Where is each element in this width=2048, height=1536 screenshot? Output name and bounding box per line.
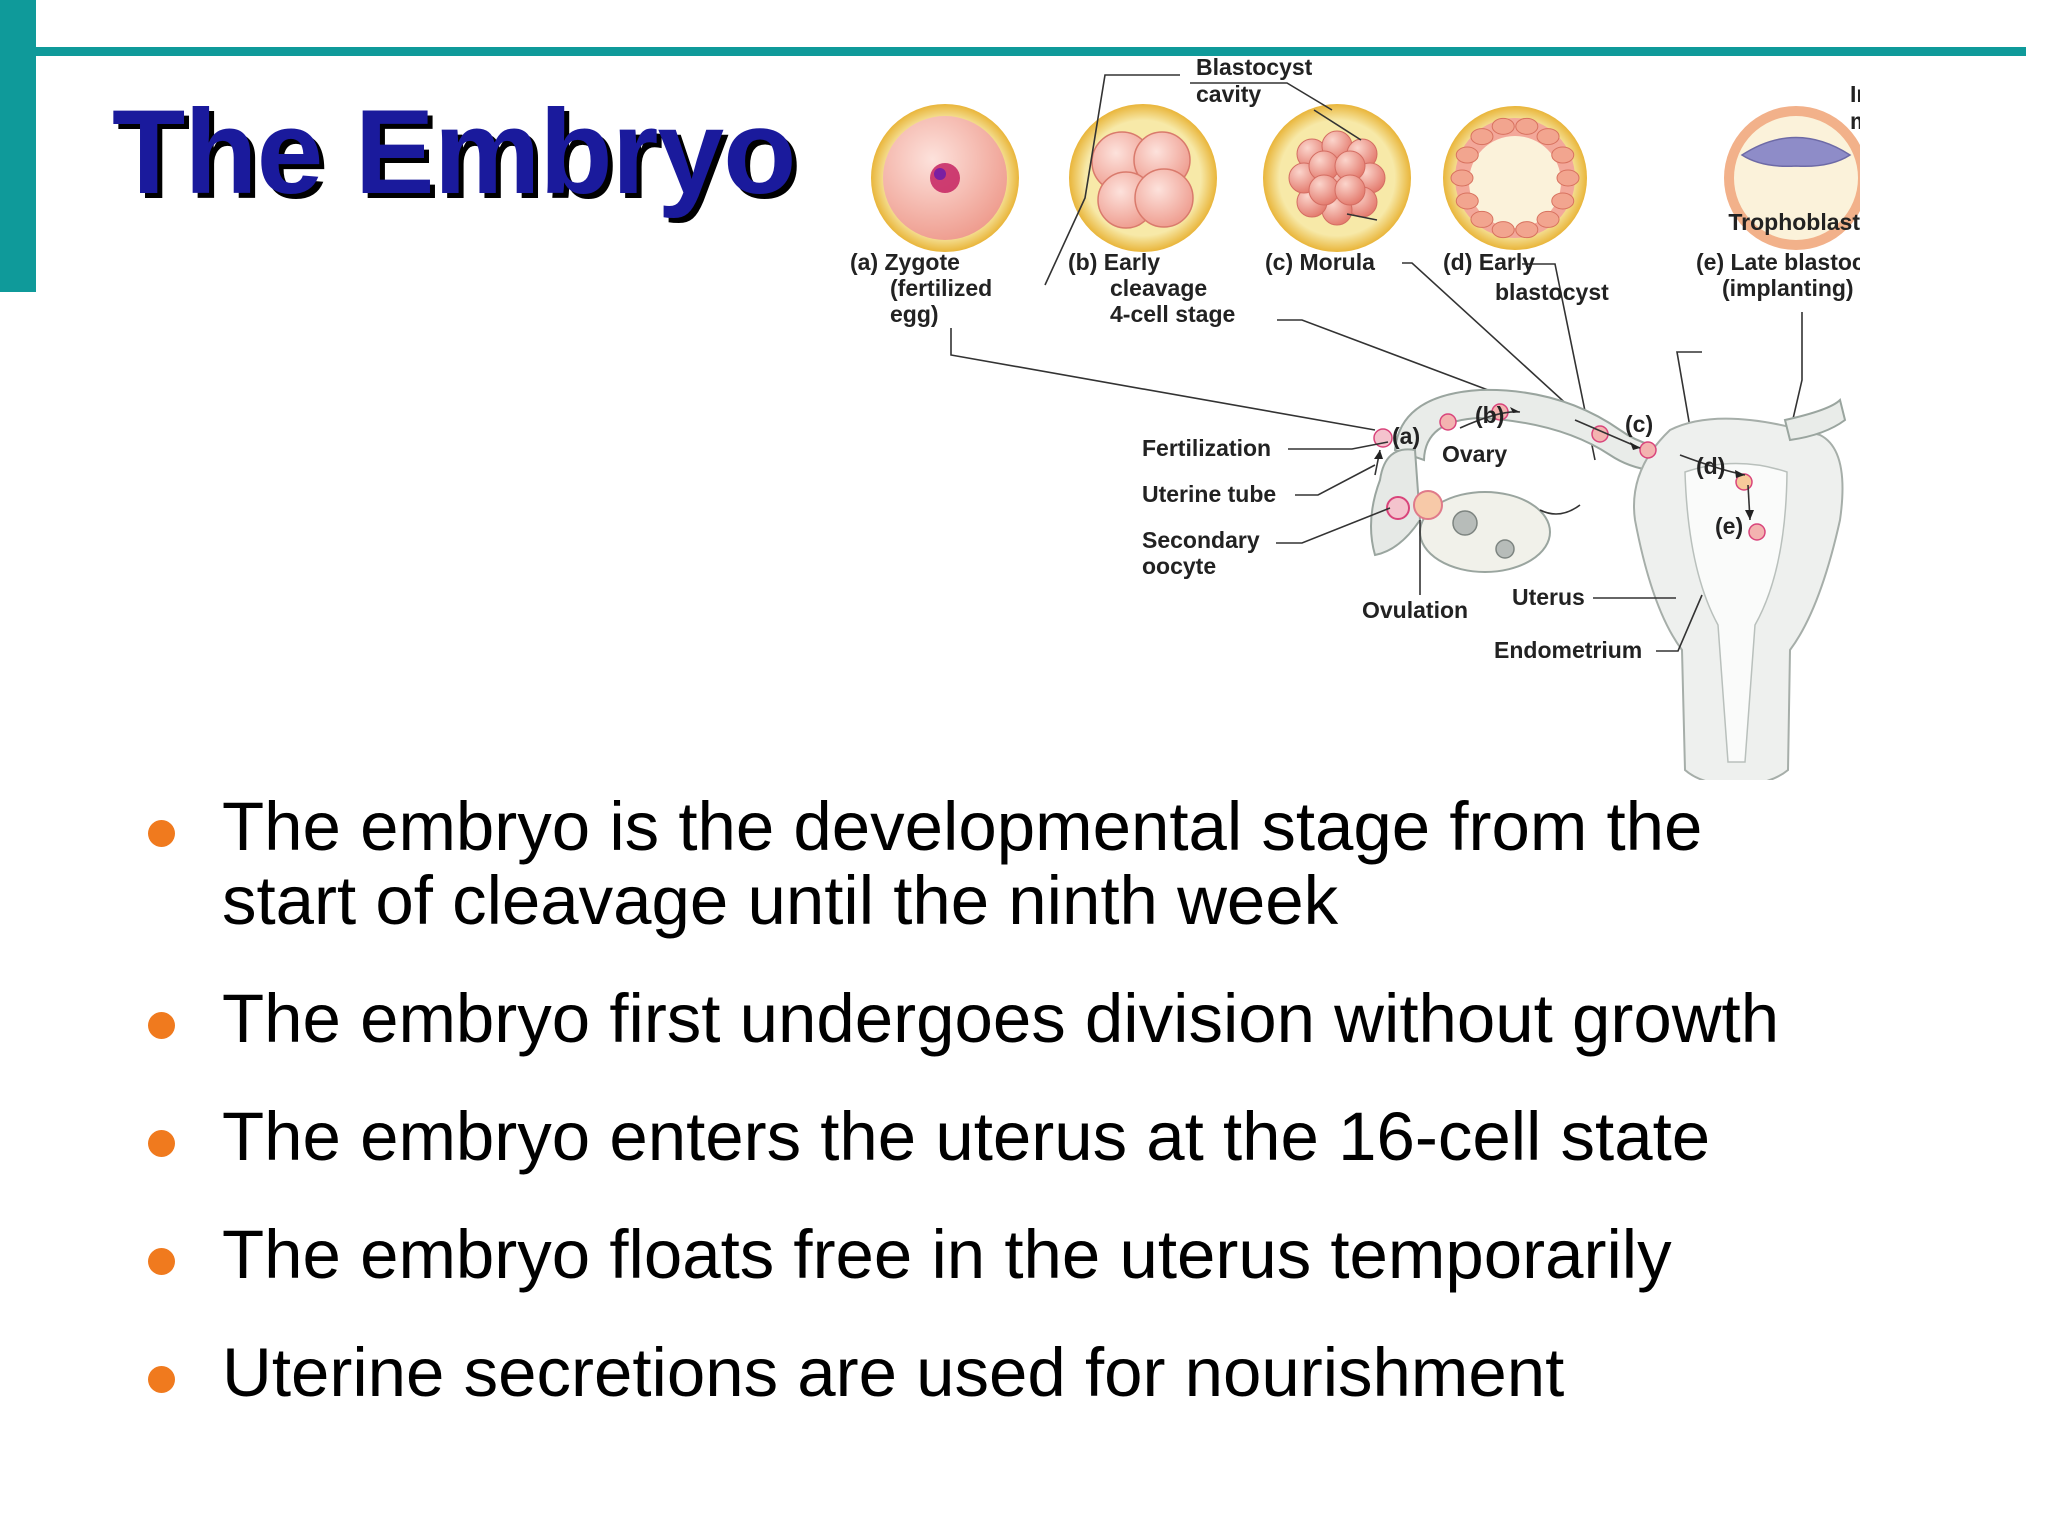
label-uterine-tube: Uterine tube (1142, 481, 1276, 507)
trophoblast-cell (1470, 210, 1494, 228)
bullet-dot-icon (148, 1130, 175, 1157)
label-secondary-oocyte-2: oocyte (1142, 553, 1216, 579)
four-cell-illustration (1069, 104, 1217, 252)
label-late-blastocyst: (e) Late blastocyst (1696, 249, 1860, 275)
embryo-development-diagram: Blastocyst cavity Inner cell mass Tropho… (850, 54, 1860, 780)
marker-b: (b) (1475, 402, 1504, 428)
trophoblast-cell (1551, 192, 1575, 210)
bullet-text: Uterine secretions are used for nourishm… (222, 1334, 1565, 1411)
reproductive-tract-illustration (1370, 388, 1847, 780)
label-zygote: (a) Zygote (850, 249, 960, 275)
trophoblast-cell (1551, 146, 1575, 164)
label-late-blastocyst-2: (implanting) (1722, 275, 1854, 301)
label-early-cleavage-2: cleavage (1110, 275, 1207, 301)
bullet-dot-icon (148, 1012, 175, 1039)
marker-e: (e) (1715, 513, 1743, 539)
bullet-text: The embryo floats free in the uterus tem… (222, 1216, 1672, 1293)
bullet-item: The embryo is the developmental stage fr… (140, 790, 2000, 938)
label-uterus: Uterus (1512, 584, 1585, 610)
label-blastocyst-cavity: Blastocyst (1196, 54, 1313, 80)
trophoblast-cell (1556, 169, 1580, 187)
bullet-text: The embryo enters the uterus at the 16-c… (222, 1098, 1711, 1175)
label-zygote-3: egg) (890, 301, 939, 327)
diagram-labels: Blastocyst cavity Inner cell mass Tropho… (850, 54, 1860, 663)
bullet-list: The embryo is the developmental stage fr… (140, 790, 2000, 1410)
label-blastocyst-cavity-2: cavity (1196, 81, 1261, 107)
trophoblast-cell (1536, 210, 1560, 228)
label-inner-cell-mass-2: mass (1850, 108, 1860, 134)
label-ovulation: Ovulation (1362, 597, 1468, 623)
label-early-cleavage-3: 4-cell stage (1110, 301, 1235, 327)
trophoblast-cell (1515, 221, 1539, 239)
marker-d: (d) (1696, 453, 1725, 479)
bullet-dot-icon (148, 1248, 175, 1275)
trophoblast-cell (1515, 117, 1539, 135)
marker-c: (c) (1625, 411, 1653, 437)
label-secondary-oocyte: Secondary (1142, 527, 1260, 553)
morula-cell (1334, 174, 1366, 206)
bullet-text: The embryo is the developmental stage fr… (222, 788, 1703, 865)
embryo-on-path (1439, 413, 1457, 431)
bullet-dot-icon (148, 820, 175, 847)
label-fertilization: Fertilization (1142, 435, 1271, 461)
trophoblast-cell (1536, 128, 1560, 146)
embryo-on-path (1639, 441, 1657, 459)
early-blastocyst-illustration (1443, 106, 1587, 250)
bullet-item: The embryo enters the uterus at the 16-c… (140, 1100, 2000, 1174)
label-early-blastocyst-2: blastocyst (1495, 279, 1609, 305)
bullet-item: The embryo first undergoes division with… (140, 982, 2000, 1056)
trophoblast-cell (1450, 169, 1474, 187)
zygote-illustration (871, 104, 1019, 252)
leader-lines (950, 74, 1803, 521)
bullet-item: Uterine secretions are used for nourishm… (140, 1336, 2000, 1410)
label-trophoblast: Trophoblast (1728, 209, 1860, 235)
trophoblast-cell (1491, 221, 1515, 239)
label-early-cleavage: (b) Early (1068, 249, 1160, 275)
trophoblast-cell (1455, 146, 1479, 164)
label-endometrium: Endometrium (1494, 637, 1642, 663)
marker-a: (a) (1392, 423, 1420, 449)
trophoblast-cell (1455, 192, 1479, 210)
late-blastocyst-illustration (1724, 106, 1860, 250)
top-rule (36, 47, 2026, 56)
slide-title: The Embryo (112, 85, 796, 219)
accent-bar (0, 0, 36, 292)
bullet-text-continued: start of cleavage until the ninth week (222, 862, 1339, 939)
trophoblast-cell (1491, 117, 1515, 135)
bullet-dot-icon (148, 1366, 175, 1393)
bullet-text: The embryo first undergoes division with… (222, 980, 1780, 1057)
embryo-on-path (1748, 523, 1766, 541)
label-zygote-2: (fertilized (890, 275, 992, 301)
label-ovary: Ovary (1442, 441, 1507, 467)
tract-leader-lines (1276, 441, 1703, 652)
morula-illustration (1263, 104, 1411, 252)
label-inner-cell-mass: Inner cell (1850, 81, 1860, 107)
trophoblast-cell (1470, 128, 1494, 146)
label-morula: (c) Morula (1265, 249, 1375, 275)
label-early-blastocyst: (d) Early (1443, 249, 1535, 275)
bullet-item: The embryo floats free in the uterus tem… (140, 1218, 2000, 1292)
